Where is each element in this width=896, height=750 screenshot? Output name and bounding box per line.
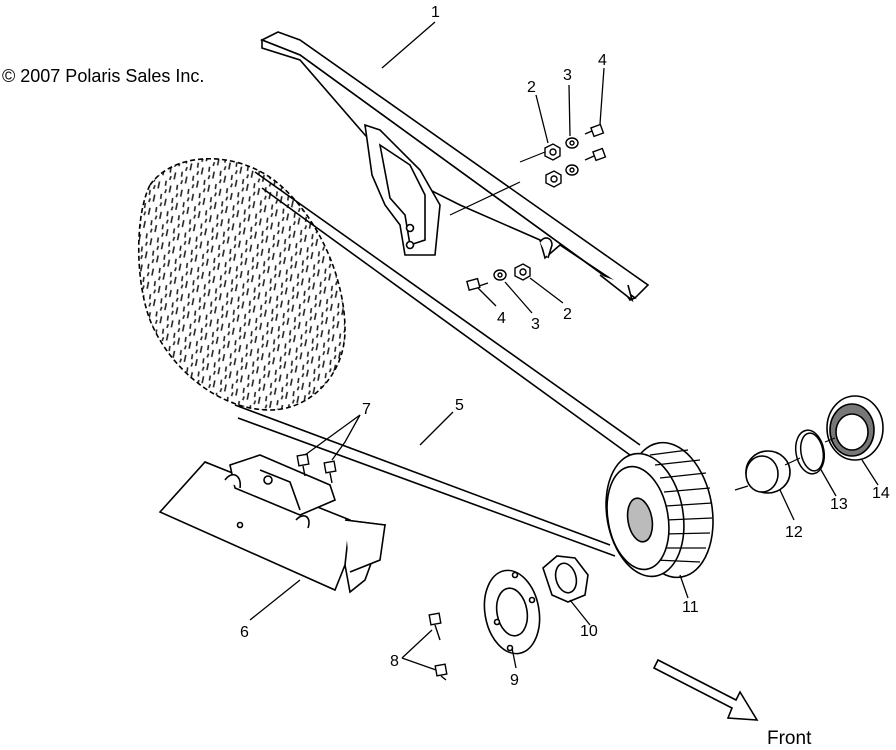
assembly-axis — [449, 151, 836, 491]
nut-2-top-b — [545, 170, 562, 188]
leader-lines — [249, 21, 879, 671]
bolt-4-bottom — [466, 277, 489, 292]
belt-guard — [260, 31, 650, 303]
copyright-notice: © 2007 Polaris Sales Inc. — [2, 66, 205, 86]
drive-belt — [234, 171, 641, 557]
washer-3-top-b — [565, 164, 579, 176]
front-direction-label: Front — [767, 728, 812, 749]
seal — [826, 395, 884, 461]
bolts-8 — [428, 612, 448, 681]
callout-4-bottom: 4 — [497, 310, 506, 327]
bolts-7 — [296, 453, 337, 484]
callout-14: 14 — [872, 485, 890, 502]
washer-3-bottom — [493, 269, 507, 281]
callout-9: 9 — [510, 672, 519, 689]
nut-2-bottom — [514, 263, 531, 281]
callout-10: 10 — [580, 623, 598, 640]
guard-hardware — [466, 123, 607, 292]
callout-11: 11 — [682, 599, 699, 616]
callout-2-top: 2 — [527, 79, 536, 96]
bolt-4-top-a — [584, 123, 605, 138]
nut-2-top-a — [544, 143, 561, 161]
callout-12: 12 — [785, 524, 803, 541]
callout-5: 5 — [455, 397, 464, 414]
callout-6: 6 — [240, 624, 249, 641]
callout-3-top: 3 — [563, 67, 572, 84]
lower-belt-guard — [158, 454, 387, 594]
rear-tire — [137, 158, 346, 411]
callout-4-top: 4 — [598, 52, 607, 69]
lock-plate — [483, 569, 541, 655]
snap-ring — [794, 429, 826, 475]
bolt-4-top-b — [584, 147, 607, 162]
callout-8: 8 — [390, 653, 399, 670]
callout-7: 7 — [362, 401, 371, 418]
front-arrow — [652, 658, 759, 721]
callout-3-bottom: 3 — [531, 316, 540, 333]
drive-sprocket — [605, 441, 714, 579]
callout-1: 1 — [431, 4, 440, 21]
hex-nut — [542, 555, 589, 603]
bearing — [745, 450, 791, 494]
callout-labels: 1 2 3 4 4 3 2 5 7 6 8 9 10 11 12 13 14 — [240, 4, 890, 689]
callout-2-bottom: 2 — [563, 306, 572, 323]
callout-13: 13 — [830, 496, 848, 513]
washer-3-top-a — [565, 137, 579, 149]
